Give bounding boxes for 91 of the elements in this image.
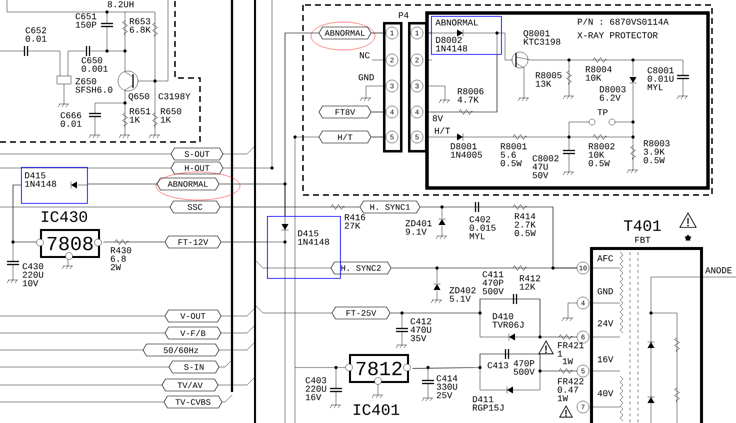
component-label: R8003 3.9K 0.5W bbox=[644, 140, 670, 164]
component-label: C402 0.015 MYL bbox=[470, 216, 496, 240]
signal-tag: V-OUT bbox=[164, 310, 222, 322]
component-label: D411 RGP15J bbox=[472, 396, 504, 411]
signal-tag: ABNORMAL bbox=[318, 26, 372, 40]
signal-tag: S-OUT bbox=[170, 148, 224, 160]
component-label: R430 6.8 2W bbox=[110, 247, 132, 270]
regulator-ic: 7808 bbox=[36, 229, 102, 260]
component-label: 16V bbox=[598, 356, 614, 362]
component-label: C403 220U 16V bbox=[306, 377, 326, 400]
component-label: NC bbox=[360, 52, 370, 58]
node-label: T401 bbox=[624, 220, 661, 232]
component-label: R416 27K bbox=[344, 214, 366, 229]
component-label: Q8001 KTC3198 bbox=[524, 30, 560, 45]
component-label: R653 6.8K bbox=[130, 18, 151, 33]
component-label: GND bbox=[358, 74, 374, 80]
wire bbox=[219, 184, 286, 216]
component-label: 40V bbox=[598, 390, 614, 396]
component-label: 8.2UH bbox=[108, 1, 134, 8]
component-label: C412 470U 35V bbox=[410, 318, 432, 342]
wire bbox=[412, 354, 578, 372]
connector-strip bbox=[408, 22, 428, 152]
ic-label: IC430 bbox=[42, 211, 88, 222]
wire bbox=[371, 136, 384, 138]
annotation-box: ABNORMAL D8002 1N4148 bbox=[431, 16, 502, 55]
signal-tag: TV-CVBS bbox=[164, 396, 222, 408]
component-label: D8001 1N4005 bbox=[450, 143, 482, 158]
signal-tag: FT-12V bbox=[164, 236, 222, 248]
wire bbox=[390, 298, 578, 338]
node-label: FBT bbox=[635, 236, 650, 243]
component-label: R414 2.7K 0.5W bbox=[514, 213, 536, 236]
regulator-ic: 7812 bbox=[345, 354, 411, 385]
component-label: R8001 5.6 0.5W bbox=[500, 143, 527, 166]
signal-tag: H/T bbox=[318, 130, 372, 144]
highlight-ellipse bbox=[310, 22, 376, 50]
component-label: FR421 1 bbox=[558, 342, 584, 357]
component-label: H/T bbox=[434, 127, 450, 134]
component-label: Z650 SFSH6.0 bbox=[76, 78, 112, 93]
component-label: C411 470P 500V bbox=[482, 271, 504, 294]
component-label: FR422 0.47 1W bbox=[558, 378, 584, 402]
component-label: C651 150P bbox=[76, 13, 96, 28]
component-label: 8V bbox=[432, 115, 443, 122]
component-label: R8002 10K 0.5W bbox=[588, 143, 614, 166]
component-label: C430 220U 10V bbox=[22, 263, 44, 286]
component-label: R8004 10K bbox=[586, 66, 612, 81]
signal-tag: V-F/B bbox=[164, 326, 222, 340]
signal-tag: H-OUT bbox=[170, 162, 224, 174]
component-label: D410 TVR06J bbox=[492, 313, 524, 328]
signal-tag: S-IN bbox=[168, 360, 220, 374]
component-label: ZD401 9.1V bbox=[406, 220, 432, 235]
annotation-box: D415 1N4148 bbox=[267, 216, 341, 279]
component-label: R412 12K bbox=[520, 275, 540, 290]
signal-tag: FT-25V bbox=[332, 306, 390, 320]
component-label: C652 0.01 bbox=[26, 27, 46, 42]
ic-label: IC401 bbox=[354, 404, 400, 416]
wire bbox=[12, 184, 37, 242]
signal-tag: H. SYNC2 bbox=[330, 262, 392, 274]
signal-tag: TV/AV bbox=[162, 378, 218, 392]
signal-tag: H. SYNC1 bbox=[360, 200, 420, 214]
connector-strip bbox=[383, 22, 402, 152]
component-label: R8005 13K bbox=[536, 72, 562, 87]
component-label: Q650 bbox=[128, 93, 150, 101]
component-label: R8006 4.7K bbox=[458, 88, 484, 103]
component-label: ZD402 5.1V bbox=[450, 287, 476, 302]
component-label: GND bbox=[598, 288, 613, 294]
component-label: C666 0.01 bbox=[60, 112, 82, 127]
component-label: C650 0.001 bbox=[82, 57, 108, 72]
component-label: R650 1K bbox=[160, 108, 182, 123]
component-label: D8003 6.2V bbox=[600, 86, 626, 101]
signal-tag: ABNORMAL bbox=[156, 178, 220, 190]
component-label: P4 bbox=[398, 12, 408, 18]
component-label: C8001 0.01U MYL bbox=[648, 67, 674, 90]
component-label: R651 1K bbox=[130, 108, 150, 123]
component-label: C8002 47U 50V bbox=[532, 155, 558, 178]
component-label: P/N : 6870VS0114A bbox=[578, 18, 669, 25]
component-label: 24V bbox=[598, 320, 614, 326]
signal-tag: 50/60Hz bbox=[142, 344, 220, 356]
annotation-box: D415 1N4148 bbox=[21, 167, 88, 204]
highlight-ellipse bbox=[156, 172, 240, 200]
component-label: TP bbox=[598, 109, 608, 116]
component-label: C3198Y bbox=[158, 93, 190, 100]
wire bbox=[220, 206, 360, 208]
component-label: 470P 500V bbox=[514, 360, 535, 375]
component-label: X-RAY PROTECTOR bbox=[577, 32, 658, 38]
wire bbox=[371, 32, 384, 34]
signal-tag: FT8V bbox=[318, 106, 372, 118]
signal-tag: SSC bbox=[170, 200, 220, 214]
component-label: C414 330U 25V bbox=[436, 375, 458, 398]
component-label: 1W bbox=[562, 358, 573, 364]
component-label: C413 bbox=[488, 362, 508, 368]
component-label: AFC bbox=[597, 255, 613, 262]
